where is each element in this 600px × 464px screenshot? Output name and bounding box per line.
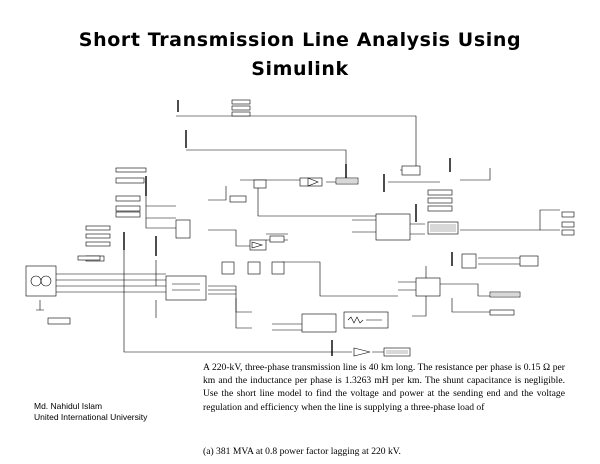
display-block bbox=[561, 229, 575, 236]
display-block bbox=[427, 205, 453, 212]
signal-line bbox=[460, 209, 560, 231]
signal-line bbox=[176, 115, 417, 170]
signal-line bbox=[257, 186, 400, 217]
display-block bbox=[115, 167, 147, 173]
display-block bbox=[115, 195, 141, 202]
display-block bbox=[115, 211, 141, 218]
signal-line bbox=[352, 219, 376, 233]
vi-symbol bbox=[172, 283, 200, 291]
title-line-1: Short Transmission Line Analysis Using bbox=[78, 29, 522, 51]
vi-measurement-block bbox=[165, 275, 207, 301]
display-block bbox=[401, 165, 421, 176]
signal-line bbox=[440, 283, 490, 297]
display-block bbox=[47, 317, 71, 325]
display-block bbox=[231, 105, 251, 111]
display-block bbox=[115, 177, 145, 184]
display-readout bbox=[386, 350, 408, 354]
display-readout bbox=[337, 179, 357, 183]
gain-triangle bbox=[251, 241, 264, 249]
display-readout bbox=[430, 224, 456, 232]
signal-line bbox=[460, 168, 491, 181]
problem-text: A 220-kV, three-phase transmission line … bbox=[203, 362, 565, 413]
signal-line bbox=[240, 179, 336, 183]
signal-line bbox=[410, 223, 425, 235]
signal-line bbox=[282, 261, 398, 297]
gain-block bbox=[461, 253, 477, 269]
display-block bbox=[561, 221, 575, 228]
display-block bbox=[85, 225, 111, 231]
display-block bbox=[427, 197, 453, 204]
problem-statement: A 220-kV, three-phase transmission line … bbox=[203, 361, 565, 414]
signal-line bbox=[398, 281, 416, 291]
signal-line bbox=[272, 323, 302, 331]
gain-block bbox=[175, 219, 191, 239]
display-block bbox=[269, 235, 285, 243]
source-block bbox=[247, 261, 261, 275]
display-block bbox=[85, 233, 111, 239]
display-block bbox=[229, 195, 247, 203]
display-readout bbox=[491, 293, 519, 296]
signal-line bbox=[235, 298, 252, 329]
author-block: Md. Nahidul Islam United International U… bbox=[34, 401, 147, 423]
ground-symbol bbox=[36, 300, 44, 311]
gain-triangle bbox=[353, 347, 371, 357]
display-block bbox=[77, 255, 101, 261]
slide-title: Short Transmission Line Analysis Using S… bbox=[0, 26, 600, 84]
display-block bbox=[85, 241, 111, 247]
source-block bbox=[221, 261, 235, 275]
display-block bbox=[427, 189, 453, 196]
rlc-symbol bbox=[347, 316, 382, 324]
display-block bbox=[253, 179, 267, 189]
problem-part-a: (a) 381 MVA at 0.8 power factor lagging … bbox=[203, 446, 401, 457]
gain-triangle bbox=[307, 177, 319, 187]
signal-line bbox=[145, 178, 176, 229]
load-block bbox=[301, 313, 337, 333]
display-block bbox=[231, 99, 251, 105]
signal-line bbox=[123, 236, 332, 353]
signal-line bbox=[208, 285, 236, 295]
display-block bbox=[299, 177, 323, 187]
gain-block bbox=[249, 239, 267, 251]
display-block bbox=[519, 255, 539, 267]
title-line-2: Simulink bbox=[251, 58, 349, 80]
source-symbol bbox=[40, 275, 52, 287]
display-block bbox=[115, 205, 141, 212]
signal-line bbox=[478, 257, 520, 265]
display-block bbox=[489, 309, 515, 316]
signal-line bbox=[208, 229, 250, 247]
display-block bbox=[561, 211, 575, 218]
author-name: Md. Nahidul Islam bbox=[34, 401, 103, 411]
signal-line bbox=[186, 149, 347, 166]
signal-line bbox=[208, 186, 227, 201]
author-affiliation: United International University bbox=[34, 412, 148, 422]
signal-line bbox=[146, 205, 176, 219]
signal-line bbox=[235, 286, 252, 313]
signal-line bbox=[56, 273, 166, 293]
powergui-block bbox=[415, 277, 441, 297]
display-block bbox=[231, 111, 251, 117]
math-block bbox=[375, 213, 411, 241]
signal-line bbox=[451, 298, 490, 313]
constant-block bbox=[271, 261, 285, 275]
